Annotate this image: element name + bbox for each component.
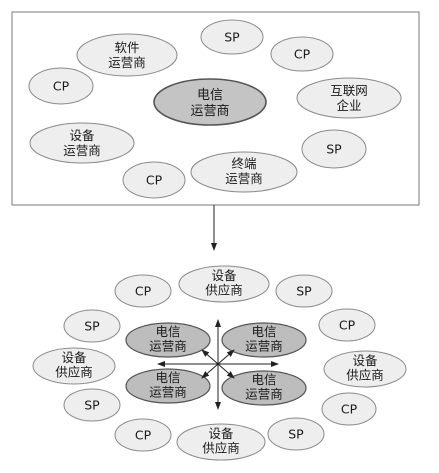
ring-sp-top-right: SP <box>275 274 333 308</box>
ring-sp-lower-left: SP <box>63 388 121 422</box>
node-sp-top-label: SP <box>224 30 240 45</box>
node-cp-left-label: CP <box>53 79 70 94</box>
ring-cp-right-label: CP <box>339 318 356 333</box>
ring-supplier-left-line2: 供应商 <box>55 365 93 380</box>
ring-sp-left-label: SP <box>84 319 100 334</box>
ring-supplier-right-line1: 设备 <box>352 353 378 368</box>
node-cp-left: CP <box>28 67 94 105</box>
node-software-operator: 软件 运营商 <box>76 33 178 77</box>
node-internet-enterprise-line2: 企业 <box>336 98 361 113</box>
node-cp-top-right: CP <box>270 36 334 72</box>
node-telecom-operator-line2: 运营商 <box>190 104 229 119</box>
ring-supplier-top: 设备 供应商 <box>178 265 270 303</box>
core-telecom-top-right: 电信 运营商 <box>221 322 307 358</box>
node-software-operator-line2: 运营商 <box>108 55 146 70</box>
ring-sp-bottom-right-label: SP <box>288 427 304 442</box>
core-telecom-bottom-left-line2: 运营商 <box>149 385 187 400</box>
core-telecom-bottom-right-line2: 运营商 <box>245 387 283 402</box>
ring-sp-left: SP <box>63 309 121 343</box>
ring-sp-bottom-right: SP <box>267 417 325 451</box>
node-terminal-operator-line2: 运营商 <box>225 171 263 186</box>
core-telecom-top-right-line1: 电信 <box>251 324 276 339</box>
node-internet-enterprise-line1: 互联网 <box>330 83 368 98</box>
core-telecom-bottom-right: 电信 运营商 <box>221 370 307 406</box>
ring-cp-lower-right-label: CP <box>341 402 358 417</box>
core-telecom-bottom-left-line1: 电信 <box>155 370 180 385</box>
ring-cp-bottom-left: CP <box>114 418 172 452</box>
arrow-up-left <box>201 349 219 365</box>
node-sp-top: SP <box>200 19 264 55</box>
core-telecom-top-left-line1: 电信 <box>155 324 180 339</box>
ring-supplier-right: 设备 供应商 <box>323 350 407 388</box>
ring-cp-bottom-left-label: CP <box>135 428 152 443</box>
node-telecom-operator-line1: 电信 <box>197 88 223 103</box>
core-telecom-top-left-line2: 运营商 <box>149 339 187 354</box>
ring-cp-top-left-label: CP <box>135 284 152 299</box>
node-internet-enterprise: 互联网 企业 <box>296 77 402 119</box>
ring-supplier-top-line2: 供应商 <box>205 283 243 298</box>
ring-supplier-bottom-line2: 供应商 <box>202 441 240 456</box>
node-terminal-operator-line1: 终端 <box>231 156 256 171</box>
arrow-down-right <box>217 363 235 379</box>
node-cp-top-right-label: CP <box>294 47 311 62</box>
arrow-down-left <box>201 363 219 379</box>
node-cp-bottom-label: CP <box>146 173 163 188</box>
ring-cp-lower-right: CP <box>321 392 377 426</box>
node-equipment-operator-line2: 运营商 <box>63 143 101 158</box>
ring-cp-top-left: CP <box>114 274 172 308</box>
node-equipment-operator-line1: 设备 <box>69 128 95 143</box>
node-equipment-operator: 设备 运营商 <box>29 122 135 164</box>
ring-supplier-left: 设备 供应商 <box>32 347 116 385</box>
ring-sp-lower-left-label: SP <box>84 398 100 413</box>
node-sp-right-label: SP <box>326 142 342 157</box>
node-software-operator-line1: 软件 <box>114 40 139 55</box>
ring-supplier-right-line2: 供应商 <box>346 368 384 383</box>
node-cp-bottom: CP <box>122 161 186 199</box>
node-telecom-operator: 电信 运营商 <box>153 78 267 126</box>
core-telecom-bottom-right-line1: 电信 <box>251 372 276 387</box>
arrow-up-right <box>217 349 235 365</box>
core-telecom-bottom-left: 电信 运营商 <box>125 368 211 404</box>
core-telecom-top-right-line2: 运营商 <box>245 339 283 354</box>
node-terminal-operator: 终端 运营商 <box>190 151 298 193</box>
ring-supplier-left-line1: 设备 <box>61 350 87 365</box>
ring-supplier-bottom: 设备 供应商 <box>176 423 266 461</box>
ring-supplier-bottom-line1: 设备 <box>208 426 234 441</box>
ring-supplier-top-line1: 设备 <box>211 268 237 283</box>
node-sp-right: SP <box>301 129 367 169</box>
center-arrow-star <box>157 319 279 410</box>
ring-cp-right: CP <box>318 308 376 342</box>
core-telecom-top-left: 电信 运营商 <box>125 322 211 358</box>
ring-sp-top-right-label: SP <box>296 284 312 299</box>
